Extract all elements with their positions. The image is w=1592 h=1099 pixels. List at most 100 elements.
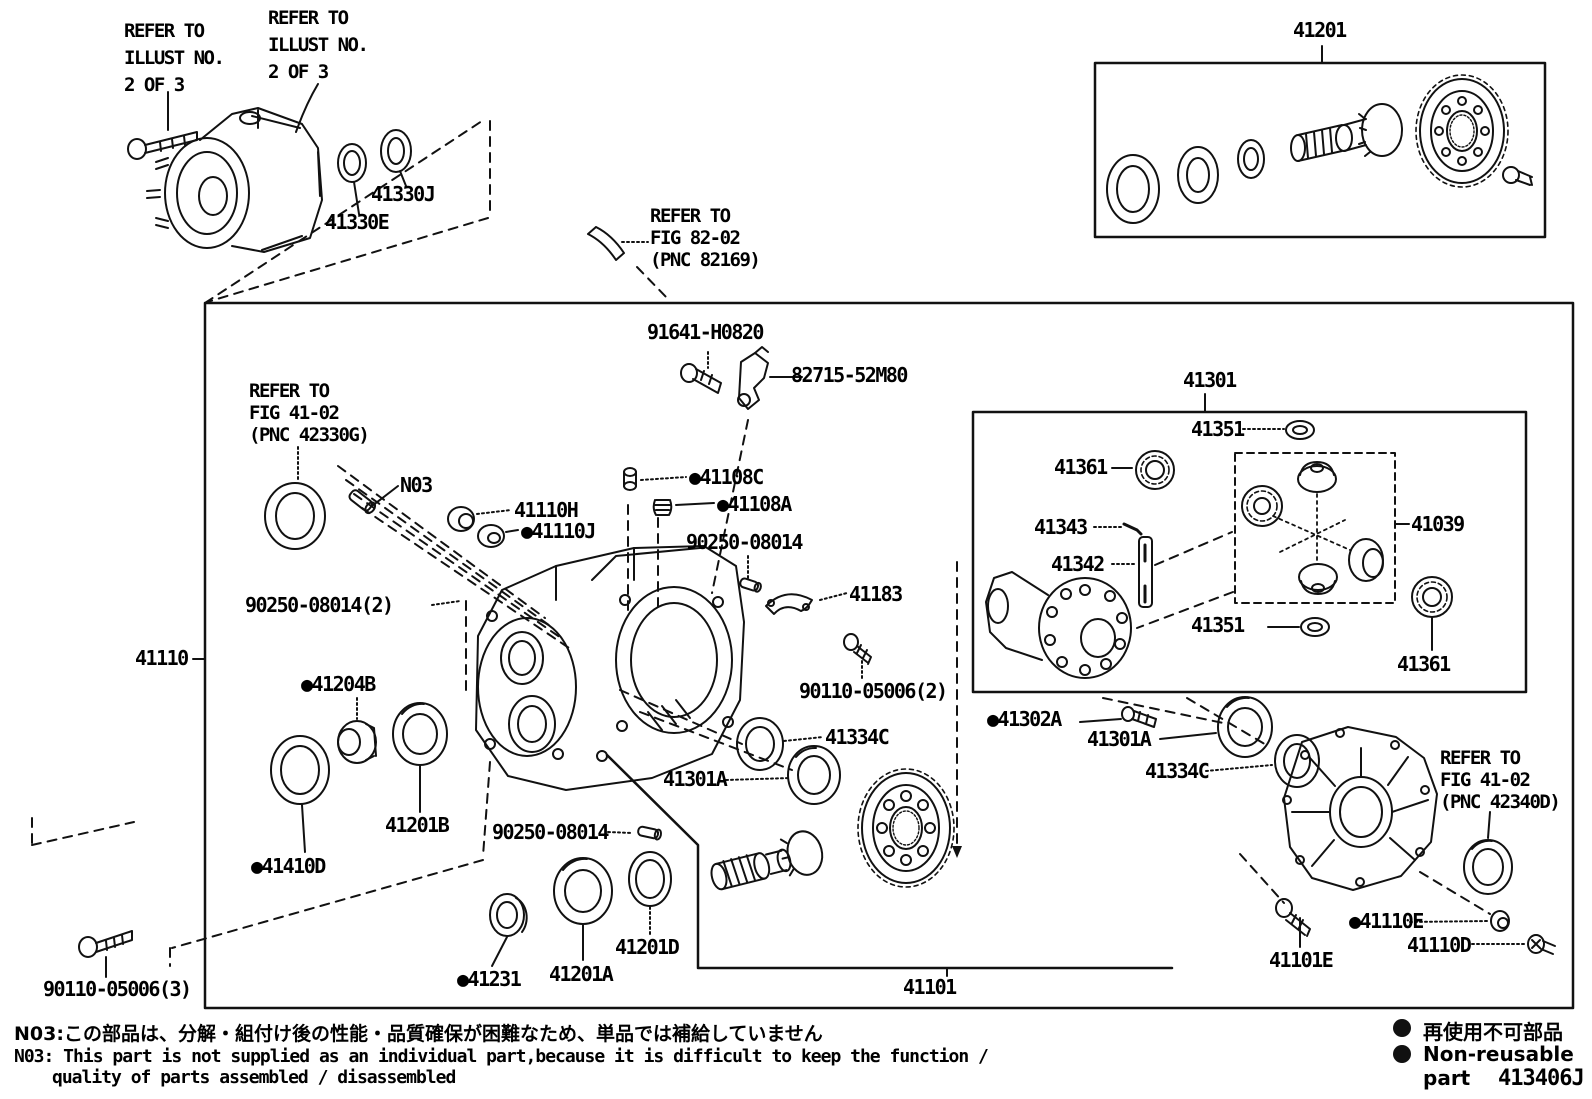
part-label-41101E: 41101E <box>1269 948 1334 972</box>
refer-illust-note-2: REFER TO ILLUST NO. 2 OF 3 <box>268 7 369 83</box>
note-n03-en-line1: N03: This part is not supplied as an ind… <box>14 1046 989 1067</box>
dotted-leaders <box>297 241 1527 945</box>
seal-41231 <box>489 893 528 937</box>
part-label-41334C-mid: 41334C <box>825 725 890 749</box>
pin-90250-bottom <box>637 825 662 841</box>
part-label-41361-bottom: 41361 <box>1397 652 1451 676</box>
part-label-41108A: ●41108A <box>717 492 792 516</box>
stud-41108C <box>623 467 637 491</box>
part-label-82715-52M80: 82715-52M80 <box>791 363 908 387</box>
pin-90250-top <box>739 577 762 593</box>
solid-leaders <box>105 83 1491 978</box>
bracket-82715 <box>737 346 769 410</box>
dashed-spider-axis-lines <box>1272 493 1351 563</box>
note-n03-jp: N03:この部品は、分解・組付け後の性能・品質確保が困難なため、単品では補給して… <box>14 1023 823 1045</box>
legend-non-reusable-en: Non-reusable part <box>1423 1042 1574 1090</box>
bolt-41101E <box>1275 898 1311 937</box>
part-label-41351-top: 41351 <box>1191 417 1245 441</box>
refer-illust-note-1: REFER TO ILLUST NO. 2 OF 3 <box>124 20 225 96</box>
legend-non-reusable-jp: 再使用不可部品 <box>1423 1020 1563 1044</box>
ring-gear-figure <box>857 768 955 888</box>
part-label-41110J: ●41110J <box>521 519 596 543</box>
part-label-90110-05006-x3: 90110-05006(3) <box>43 977 192 1001</box>
bearing-42340D <box>1463 839 1513 895</box>
plate-41183 <box>765 593 813 615</box>
part-label-41351-bottom: 41351 <box>1191 613 1245 637</box>
part-label-90250-08014-x2: 90250-08014(2) <box>245 593 394 617</box>
race-41201D <box>628 851 672 907</box>
non-reusable-bullet-icon <box>1393 1019 1411 1037</box>
note-n03-en-line2: quality of parts assembled / disassemble… <box>52 1067 456 1088</box>
box-41039-dashed <box>1234 452 1396 604</box>
bolt-90110x2 <box>843 633 872 665</box>
part-label-41342: 41342 <box>1051 552 1105 576</box>
part-label-41039: 41039 <box>1411 512 1465 536</box>
box-41201 <box>1093 45 1547 239</box>
part-label-41110E: ●41110E <box>1349 909 1424 933</box>
breather-plug-N03 <box>348 489 377 515</box>
figure-code: 413406J <box>1498 1066 1585 1091</box>
bearing-41301A-mid <box>787 745 841 805</box>
non-reusable-bullet-icon <box>1393 1045 1411 1063</box>
plug-41110E <box>1490 910 1510 932</box>
drive-pinion-figure <box>710 830 824 891</box>
extension-housing-figure <box>127 107 323 253</box>
seal-41410D <box>270 735 330 805</box>
part-label-90250-08014-bottom: 90250-08014 <box>492 820 609 844</box>
part-label-91641-H0820: 91641-H0820 <box>647 320 764 344</box>
part-label-41204B: ●41204B <box>301 672 376 696</box>
bearing-41201A <box>553 857 613 925</box>
part-label-41361-left: 41361 <box>1054 455 1108 479</box>
part-label-41330E: 41330E <box>325 210 390 234</box>
bearing-41201B <box>392 702 448 766</box>
race-41334C-mid <box>736 717 784 771</box>
refer-fig-41-02-left: REFER TO FIG 41-02 (PNC 42330G) <box>249 380 370 446</box>
bolt-41302A <box>1121 706 1157 728</box>
part-label-41183: 41183 <box>849 582 903 606</box>
part-label-41201D: 41201D <box>615 935 680 959</box>
part-label-41301A-right: 41301A <box>1087 727 1152 751</box>
part-label-41201B: 41201B <box>385 813 450 837</box>
spring-41108A <box>652 499 673 516</box>
ring-41330J <box>380 129 412 173</box>
kit-41301-parts <box>1122 420 1453 637</box>
seal-41334C-right <box>1274 734 1320 788</box>
part-label-41330J: 41330J <box>371 182 436 206</box>
refer-fig-41-02-right: REFER TO FIG 41-02 (PNC 42340D) <box>1440 747 1561 813</box>
nut-41204B <box>337 720 377 764</box>
part-label-41108C: ●41108C <box>689 465 764 489</box>
part-label-41302A: ●41302A <box>987 707 1062 731</box>
part-label-41301: 41301 <box>1183 368 1237 392</box>
part-label-41110: 41110 <box>135 646 189 670</box>
bolt-41110D <box>1527 934 1556 955</box>
bearing-41301A-right <box>1217 696 1273 758</box>
part-label-41110D: 41110D <box>1407 933 1472 957</box>
rear-cover-figure <box>1282 726 1438 891</box>
kit-41201-parts <box>1106 74 1533 224</box>
part-label-41201A: 41201A <box>549 962 614 986</box>
region-41101-outline <box>605 753 1174 977</box>
part-label-41343: 41343 <box>1034 515 1088 539</box>
diff-case-figure <box>985 571 1132 679</box>
gasket-41110J <box>477 524 505 548</box>
hose-fig8202 <box>587 226 625 261</box>
dashed-construction-lines <box>31 120 1491 967</box>
part-label-41334C-right: 41334C <box>1145 759 1210 783</box>
part-label-41101: 41101 <box>903 975 957 999</box>
box-41301 <box>971 393 1528 694</box>
part-label-41201: 41201 <box>1293 18 1347 42</box>
part-label-90110-05006-x2: 90110-05006(2) <box>799 679 948 703</box>
refer-fig-82-02: REFER TO FIG 82-02 (PNC 82169) <box>650 205 761 271</box>
seal-42330G <box>264 482 326 550</box>
carrier-case-figure <box>475 545 745 791</box>
bolt-91641 <box>680 363 722 394</box>
bolt-90110x3 <box>78 930 133 958</box>
seal-41330E <box>337 143 367 183</box>
part-label-90250-08014-top: 90250-08014 <box>686 530 803 554</box>
part-label-41110H: 41110H <box>514 498 579 522</box>
assembly-arrow <box>952 846 962 858</box>
part-label-N03: N03 <box>400 473 433 497</box>
part-label-41301A-mid: 41301A <box>663 767 728 791</box>
